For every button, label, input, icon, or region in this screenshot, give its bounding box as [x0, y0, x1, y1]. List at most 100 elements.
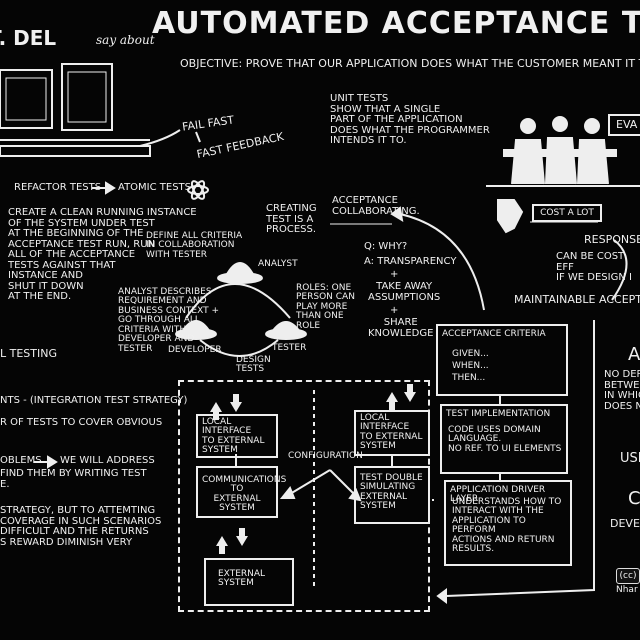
person-3-body: [577, 139, 609, 185]
all-testing-label: L TESTING: [0, 347, 57, 360]
process-arrow-head: [390, 206, 404, 222]
problems-arrow-head: [47, 455, 58, 469]
integration-strategy-label: NTS - (INTEGRATION TEST STRATEGY): [0, 395, 188, 406]
right-edge-c: C: [628, 488, 640, 509]
arrow-down-1-head: [230, 402, 242, 412]
person-3-head: [584, 118, 600, 134]
feedback-loop-line: [445, 320, 595, 597]
acceptance-criteria-box: ACCEPTANCE CRITERIA GIVEN... WHEN... THE…: [436, 324, 568, 396]
local-interface-box-2: LOCAL INTERFACE TO EXTERNAL SYSTEM: [354, 410, 430, 456]
evaluator-badge: EVA: [608, 114, 640, 136]
panel-desk: [503, 149, 617, 157]
clean-instance-text: CREATE A CLEAN RUNNING INSTANCE OF THE S…: [8, 207, 197, 302]
acceptance-collaborating: ACCEPTANCE COLLABORATING.: [332, 195, 420, 217]
configuration-label: CONFIGURATION: [288, 451, 363, 461]
cost-a-lot-label: COST A LOT: [540, 208, 594, 218]
external-system-box: EXTERNAL SYSTEM: [204, 558, 294, 606]
attempt-text: STRATEGY, BUT TO ATTEMTING COVERAGE IN S…: [0, 505, 162, 548]
tester-label: TESTER: [272, 343, 307, 353]
process-arrow-curve: [399, 213, 485, 311]
why-question: Q: WHY?: [364, 241, 408, 252]
test-double-text: TEST DOUBLE SIMULATING EXTERNAL SYSTEM: [360, 473, 423, 512]
arrow-down-3-head: [236, 536, 248, 546]
credit-name: Nhar: [616, 585, 638, 595]
fail-fast-curve: [139, 129, 181, 147]
local-interface-text-1: LOCAL INTERFACE TO EXTERNAL SYSTEM: [202, 417, 265, 456]
collab-arc-bottom: [199, 339, 279, 357]
analyst-description: ANALYST DESCRIBES REQUIREMENT AND BUSINE…: [118, 287, 220, 354]
person-2-body: [545, 137, 577, 185]
arrow-up-3: [219, 546, 225, 554]
maintainable-curve: [611, 239, 628, 301]
use-label: USE: [620, 451, 640, 466]
arrow-down-1: [233, 394, 239, 402]
right-edge-a: A: [628, 344, 640, 365]
thumbs-down-icon: [497, 199, 524, 234]
local-interface-text-2: LOCAL INTERFACE TO EXTERNAL SYSTEM: [360, 413, 423, 452]
monitor-right-screen: [67, 71, 107, 123]
analyst-label: ANALYST: [258, 259, 298, 269]
developer-fragment: DEVE: [610, 517, 640, 530]
criteria-when: WHEN...: [452, 361, 489, 371]
arrow-up-3-head: [216, 536, 228, 546]
communications-box: COMMUNICATIONS TO EXTERNAL SYSTEM: [196, 466, 287, 518]
developer-hat-crown: [180, 320, 212, 333]
developer-label: DEVELOPER: [168, 345, 222, 355]
arrow-up-2: [389, 402, 395, 410]
fail-fast-arrow: [195, 131, 201, 143]
author-name: T. DEL: [0, 26, 57, 50]
collab-arc-top: [185, 283, 291, 319]
atom-orbit-2: [190, 180, 206, 200]
local-interface-box-1: LOCAL INTERFACE TO EXTERNAL SYSTEM: [196, 414, 278, 458]
external-system-text: EXTERNAL SYSTEM: [218, 569, 266, 589]
no-dependency-text: NO DEPE BETWEEN IN WHIC DOES N: [604, 369, 640, 412]
monitor-right: [61, 63, 113, 131]
arrow-up-2-head: [386, 392, 398, 402]
response-label: RESPONSE: [584, 233, 640, 246]
atom-orbit-1: [187, 185, 209, 195]
driver-layer-box: APPLICATION DRIVER LAYER UNDERSTANDS HOW…: [444, 480, 572, 566]
keyboard: [0, 145, 151, 157]
creating-test-text: CREATING TEST IS A PROCESS.: [266, 203, 317, 235]
monitor-left-screen: [5, 77, 47, 121]
why-answer: A: TRANSPARENCY: [364, 256, 457, 267]
config-arrow-left-head: [279, 486, 296, 499]
driver-layer-title: APPLICATION DRIVER LAYER: [450, 485, 546, 505]
objective-text: OBJECTIVE: PROVE THAT OUR APPLICATION DO…: [180, 57, 640, 70]
person-1-head: [520, 118, 536, 134]
unit-tests-text: UNIT TESTS SHOW THAT A SINGLE PART OF TH…: [330, 93, 490, 146]
why-plus-1: +: [390, 269, 399, 280]
monitor-left: [0, 69, 53, 129]
integration-cover-text: R OF TESTS TO COVER OBVIOUS: [0, 417, 163, 428]
find-them-text: FIND THEM BY WRITING TEST E.: [0, 468, 147, 490]
criteria-given: GIVEN...: [452, 349, 489, 359]
test-implementation-title: TEST IMPLEMENTATION: [446, 409, 551, 419]
take-away-assumptions: TAKE AWAY ASSUMPTIONS: [368, 281, 441, 303]
why-plus-2: +: [390, 305, 399, 316]
driver-layer-text: UNDERSTANDS HOW TO INTERACT WITH THE APP…: [452, 497, 562, 555]
problems-label: OBLEMS: [0, 455, 42, 466]
evaluator-badge-label: EVA: [616, 118, 638, 131]
design-tests-label: DESIGN TESTS: [236, 355, 271, 375]
page-title: AUTOMATED ACCEPTANCE TEST: [152, 6, 640, 41]
atomic-tests-label: ATOMIC TESTS: [118, 182, 192, 193]
arrow-up-1: [213, 412, 219, 420]
analyst-hat-crown: [224, 262, 256, 277]
person-2-head: [552, 116, 568, 132]
roles-text: ROLES: ONE PERSON CAN PLAY MORE THAN ONE…: [296, 283, 355, 331]
cost-effective-text: CAN BE COST EFF IF WE DESIGN I: [556, 251, 632, 283]
criteria-then: THEN...: [452, 373, 486, 383]
tester-hat-crown: [270, 321, 302, 333]
arrow-down-2-head: [404, 392, 416, 402]
atom-orbit-3: [190, 180, 206, 200]
config-arrow-left: [289, 469, 331, 495]
feedback-loop-head: [436, 588, 447, 604]
arrow-up-1-head: [210, 402, 222, 412]
communications-text: COMMUNICATIONS TO EXTERNAL SYSTEM: [202, 475, 287, 514]
acceptance-criteria-title: ACCEPTANCE CRITERIA: [442, 329, 546, 339]
cost-a-lot-tag: COST A LOT: [532, 204, 602, 222]
address-label: WE WILL ADDRESS: [60, 455, 155, 466]
test-implementation-text: CODE USES DOMAIN LANGUAGE. NO REF. TO UI…: [448, 425, 562, 454]
